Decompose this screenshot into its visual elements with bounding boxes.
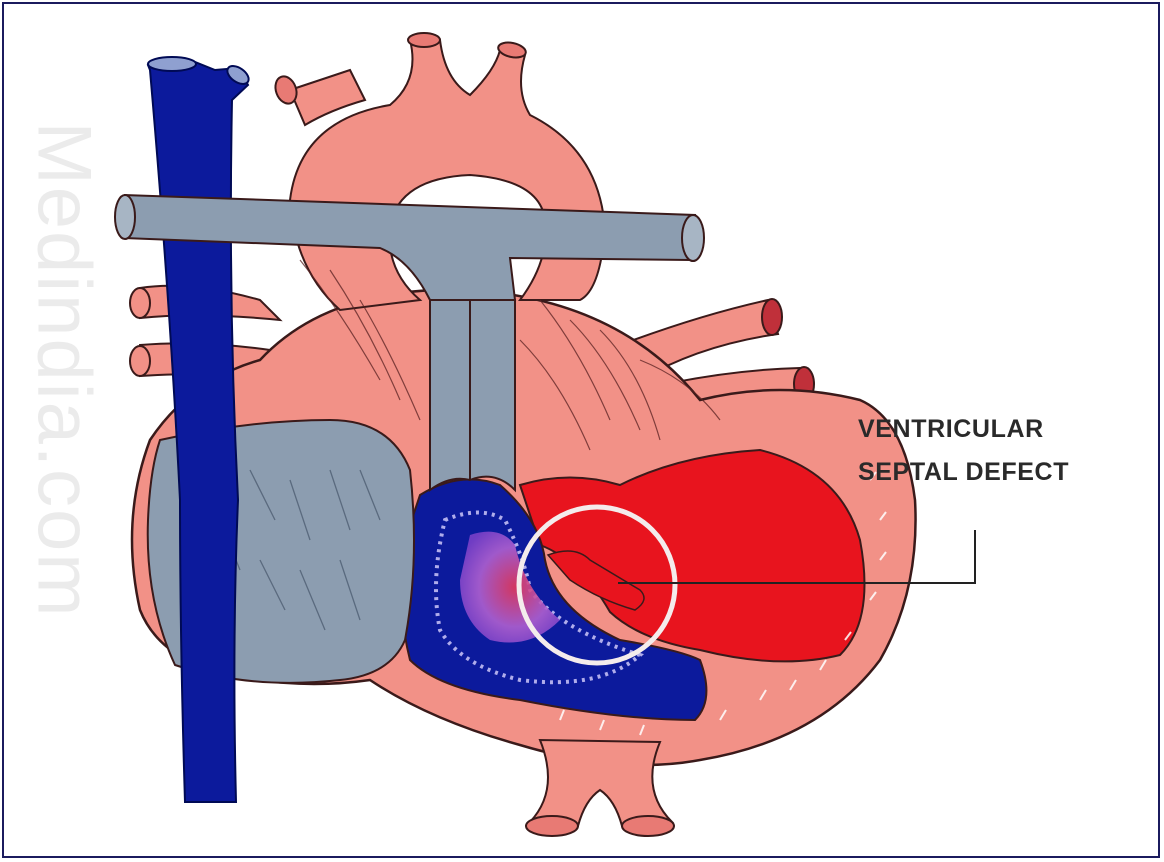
- vsd-label-line2: SEPTAL DEFECT: [858, 451, 1069, 494]
- vsd-label-line1: VENTRICULAR: [858, 408, 1069, 451]
- vsd-label: VENTRICULAR SEPTAL DEFECT: [858, 408, 1069, 494]
- inferior-vena-cava: [530, 740, 672, 826]
- pulmonary-trunk: [430, 300, 515, 490]
